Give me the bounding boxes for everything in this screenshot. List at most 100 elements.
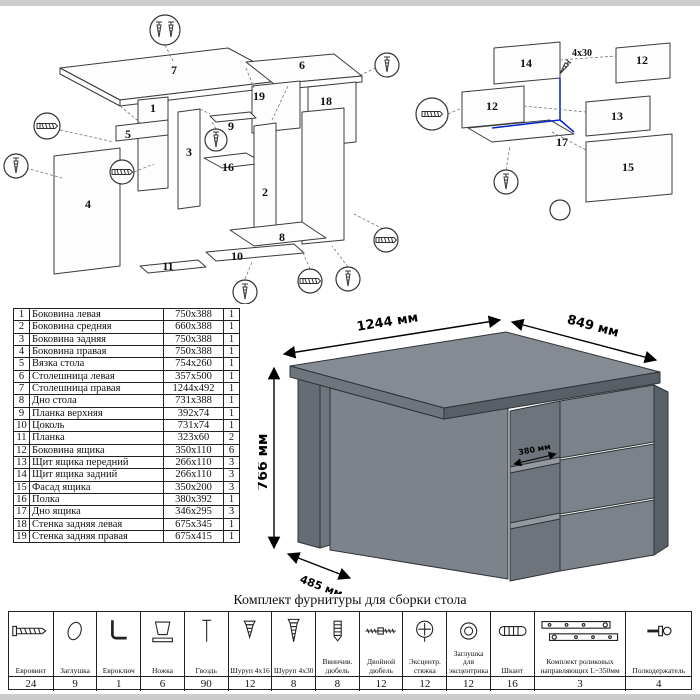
hardware-item-qty: 24 (9, 676, 53, 691)
depth-arrow (510, 318, 658, 364)
parts-cell-size: 357x500 (163, 369, 224, 383)
exploded-diagram-left: 7 6 19 18 1 5 3 9 16 2 4 8 10 11 (3, 14, 400, 304)
part-label-10: 10 (231, 249, 243, 263)
part-label-8: 8 (279, 230, 285, 244)
part-label-19: 19 (253, 89, 265, 103)
cam-cap-icon (447, 612, 490, 650)
panel-side-back (177, 108, 201, 210)
part-label-3: 3 (186, 145, 192, 159)
shelf-pin-icon (626, 612, 691, 650)
parts-cell-num: 10 (13, 418, 30, 433)
parts-cell-name: Столешница правая (29, 381, 164, 396)
parts-cell-name: Щит ящика передний (29, 455, 164, 470)
part-label-9: 9 (228, 119, 234, 133)
hardware-item-qty: 12 (447, 676, 490, 691)
screw-short-icon (229, 612, 272, 650)
hardware-item-qty: 8 (316, 676, 359, 691)
desk-left-leg-side (297, 373, 321, 549)
parts-cell-num: 8 (13, 394, 30, 408)
hardware-item-qty: 16 (490, 676, 534, 691)
hardware-item-qty: 8 (272, 676, 316, 691)
part-label-16: 16 (222, 160, 234, 174)
callout-screw (335, 266, 361, 292)
parts-cell-num: 15 (13, 480, 30, 494)
cam-lock-icon (403, 612, 446, 650)
part-label-4: 4 (85, 197, 91, 211)
parts-cell-qty: 1 (223, 529, 240, 544)
parts-cell-num: 4 (13, 344, 30, 359)
callout-screw (374, 52, 400, 78)
shelf-arrow (513, 451, 557, 467)
panel-bottom (229, 221, 327, 247)
callout-screw (493, 169, 519, 195)
hardware-item-qty: 1 (97, 676, 141, 691)
parts-cell-size: 323x60 (163, 431, 224, 445)
callout-confirmat (415, 97, 449, 131)
parts-cell-qty: 1 (223, 394, 240, 408)
parts-cell-size: 380x392 (163, 492, 224, 507)
part-label-11: 11 (162, 259, 173, 273)
parts-cell-name: Боковина ящика (29, 443, 164, 457)
parts-cell-num: 13 (13, 455, 30, 470)
parts-cell-size: 266x110 (163, 455, 224, 470)
hardware-item-qty: 12 (403, 676, 447, 691)
sheet-edge-top (0, 0, 700, 6)
parts-cell-qty: 1 (223, 307, 240, 322)
parts-cell-name: Стенка задняя правая (29, 529, 164, 544)
assembly-guide-lines (491, 78, 575, 133)
exploded-diagram-right: 14 12 12 13 17 15 4x30 (415, 41, 673, 221)
parts-cell-size: 675x345 (163, 517, 224, 531)
callout-screw (204, 128, 228, 152)
desk-render: 1244 мм 849 мм 766 мм 485 мм 380 мм (258, 310, 669, 594)
leg-icon (141, 612, 184, 650)
parts-cell-name: Стенка задняя левая (29, 517, 164, 531)
parts-cell-num: 9 (13, 406, 30, 420)
part-label-18: 18 (320, 94, 332, 108)
part-label-1: 1 (150, 101, 156, 115)
parts-cell-num: 11 (13, 431, 30, 445)
parts-cell-qty: 3 (223, 480, 240, 494)
panel-side-detached (53, 147, 121, 275)
part-label-6: 6 (299, 58, 305, 72)
callout-empty (549, 199, 571, 221)
parts-cell-num: 5 (13, 357, 30, 371)
hardware-item-label: Двойной дюбель (367, 657, 396, 675)
parts-cell-size: 754x260 (163, 357, 224, 371)
drawer-bottom (467, 119, 575, 143)
parts-cell-qty: 1 (223, 418, 240, 433)
parts-cell-qty: 1 (223, 332, 240, 346)
fastener-callouts (3, 14, 400, 304)
parts-cell-name: Дно стола (29, 394, 164, 408)
part-label-13: 13 (611, 109, 623, 123)
parts-cell-name: Фасад ящика (29, 480, 164, 494)
double-dowel-icon (360, 612, 403, 650)
parts-cell-num: 14 (13, 468, 30, 482)
hardware-item-label: Эксцентр. стяжка (408, 657, 441, 675)
panel-rail (115, 119, 169, 142)
parts-cell-name: Полка (29, 492, 164, 507)
parts-cell-name: Щит ящика задний (29, 468, 164, 482)
depth-dimension-label: 849 мм (565, 313, 620, 341)
part-label-2: 2 (262, 185, 268, 199)
parts-cell-num: 1 (13, 307, 30, 322)
part-label-7: 7 (171, 63, 177, 77)
width-arrow (282, 315, 502, 359)
parts-cell-qty: 1 (223, 320, 240, 334)
parts-cell-qty: 1 (223, 492, 240, 507)
hardware-item-qty: 90 (184, 676, 228, 691)
part-label-14: 14 (520, 56, 532, 70)
